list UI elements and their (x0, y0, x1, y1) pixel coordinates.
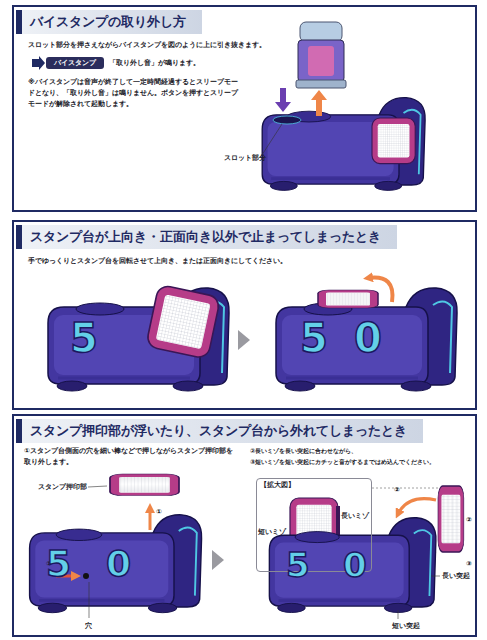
callout-number: ② (394, 486, 400, 494)
part-label: スロット部分 (224, 154, 266, 162)
pill-label: バイスタンプ (54, 58, 96, 68)
label-pill: バイスタンプ (46, 57, 104, 69)
instruction-text: ②長いミゾを長い突起に合わせながら、 (250, 446, 476, 455)
molded-digit: 5 (70, 318, 98, 358)
instruction-text: 「取り外し音」が鳴ります。 (109, 58, 309, 69)
molded-digit: 0 (106, 546, 131, 582)
section-heading: スタンプ押印部が浮いたり、スタンプ台から外れてしまったとき (16, 419, 423, 443)
instruction-text: ①スタンプ台側面の穴を細い棒などで押しながらスタンプ押印部を取り外します。 (24, 446, 239, 467)
section-heading: バイスタンプの取り外し方 (16, 10, 202, 34)
instruction-panel: バイスタンプの取り外し方スロット部分を押さえながらバイスタンプを図のように上に引… (12, 5, 477, 212)
note-text: ※バイスタンプは音声が終了して一定時間経過するとスリープモードとなり、「取り外し… (28, 77, 243, 111)
instruction-text: スロット部分を押さえながらバイスタンプを図のように上に引き抜きます。 (28, 40, 283, 51)
inset-heading: 【拡大図】 (260, 481, 295, 489)
part-label: 短い突起 (392, 622, 420, 630)
part-label: 短いミゾ (258, 528, 286, 536)
molded-digit: 0 (343, 548, 367, 582)
callout-number: ② (466, 516, 472, 524)
callout-number: ③ (466, 560, 472, 568)
instruction-text: 手でゆっくりとスタンプ台を回転させて上向き、または正面向きにしてください。 (28, 256, 448, 267)
callout-number: ① (156, 508, 162, 516)
part-label: 長いミゾ (341, 512, 369, 520)
instruction-text: ③短いミゾを短い突起にカチッと音がするまではめ込んでください。 (250, 457, 476, 466)
molded-digit: 5 (286, 548, 310, 582)
molded-digit: 5 (46, 546, 71, 582)
part-label: 長い突起 (442, 572, 470, 580)
instruction-panel: スタンプ押印部が浮いたり、スタンプ台から外れてしまったとき ①スタンプ台側面の穴を… (12, 414, 477, 637)
part-label: 穴 (85, 622, 92, 630)
section-heading: スタンプ台が上向き・正面向き以外で止まってしまったとき (16, 225, 397, 249)
molded-digit: 5 (300, 318, 328, 358)
part-label: スタンプ押印部 (38, 483, 87, 491)
instruction-panel: スタンプ台が上向き・正面向き以外で止まってしまったとき手でゆっくりとスタンプ台を… (12, 220, 477, 410)
molded-digit: 0 (354, 318, 382, 358)
